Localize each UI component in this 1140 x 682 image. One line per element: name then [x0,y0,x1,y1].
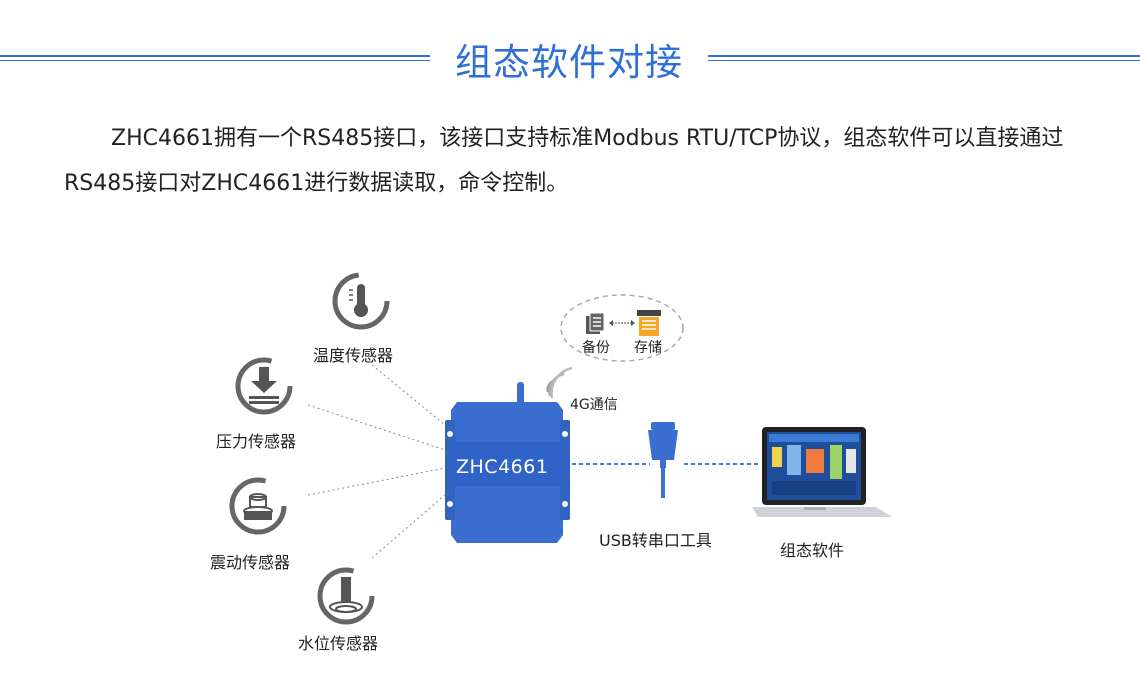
label-temperature-sensor: 温度传感器 [313,346,394,365]
header-rule-left [0,55,430,61]
water-level-icon [317,567,375,625]
label-pressure-sensor: 压力传感器 [216,432,297,451]
line-water-level [371,494,446,559]
laptop-icon [752,427,892,517]
label-backup: 备份 [582,340,610,356]
zhc4661-device-icon [445,382,570,543]
sync-arrow-icon [609,320,635,326]
line-temperature [371,364,446,426]
label-config-software: 组态软件 [780,541,845,560]
wireless-signal-icon [546,366,573,398]
description-text: ZHC4661拥有一个RS485接口，该接口支持标准Modbus RTU/TCP… [64,126,1064,196]
label-usb-serial-tool: USB转串口工具 [599,531,712,550]
thermometer-icon [332,272,390,330]
section-title: 组态软件对接 [455,41,683,84]
label-vibration-sensor: 震动传感器 [210,553,291,572]
usb-serial-cable-icon [648,422,678,498]
label-4g-communication: 4G通信 [570,397,618,413]
line-pressure [307,404,446,451]
pressure-icon [235,357,293,415]
vibration-sensor-icon [229,477,287,535]
backup-icon [586,312,605,334]
line-vibration [307,467,446,496]
label-water-level-sensor: 水位传感器 [298,634,379,653]
section-header: 组态软件对接 [0,28,1140,88]
storage-tag: STORAGE [636,306,660,312]
header-rule-right [708,55,1140,61]
storage-icon [637,310,661,336]
label-storage: 存储 [634,340,662,356]
device-name: ZHC4661 [456,456,549,478]
cloud-outline [560,294,684,362]
